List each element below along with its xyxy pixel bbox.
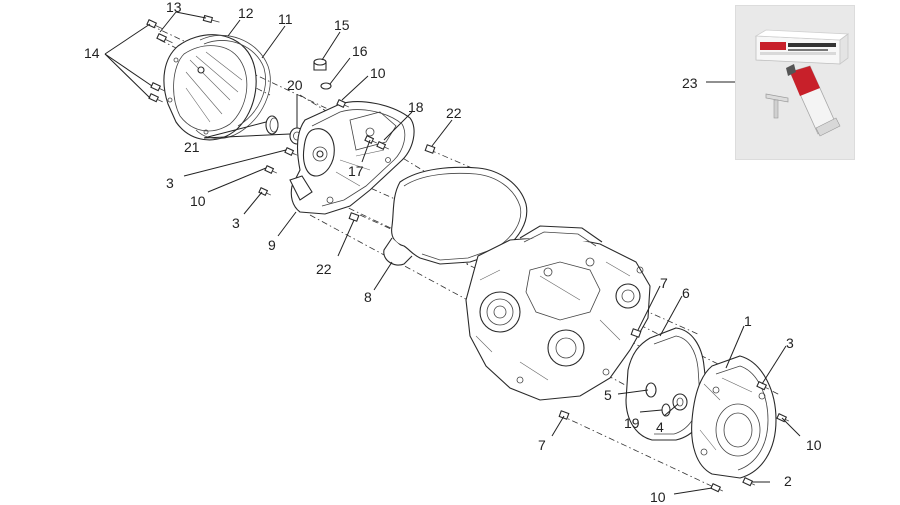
callout-3c: 3 [786, 335, 794, 351]
dowel-pins [348, 144, 436, 222]
callout-10b: 10 [190, 193, 206, 209]
callout-7b: 7 [538, 437, 546, 453]
callout-14: 14 [84, 45, 100, 61]
callout-10d: 10 [650, 489, 666, 505]
oil-plug [313, 58, 332, 90]
callouts: 13 12 11 14 15 16 10 20 18 22 21 17 3 10… [84, 0, 822, 505]
callout-7a: 7 [660, 275, 668, 291]
callout-4: 4 [656, 419, 664, 435]
callout-11: 11 [278, 11, 293, 27]
callout-22b: 22 [316, 261, 332, 277]
outer-clutch-cover [163, 34, 257, 141]
callout-22a: 22 [446, 105, 462, 121]
callout-20: 20 [287, 77, 303, 93]
callout-3b: 3 [232, 215, 240, 231]
callout-5: 5 [604, 387, 612, 403]
ignition-gasket [625, 327, 709, 441]
callout-13: 13 [166, 0, 182, 15]
ignition-cover [691, 355, 777, 479]
sealant-illustration [754, 29, 850, 137]
callout-16: 16 [352, 43, 368, 59]
leader-lines [104, 11, 801, 495]
callout-15: 15 [334, 17, 350, 33]
callout-6: 6 [682, 285, 690, 301]
callout-3a: 3 [166, 175, 174, 191]
callout-12: 12 [238, 5, 254, 21]
inner-clutch-cover [289, 101, 415, 215]
callout-10a: 10 [370, 65, 386, 81]
callout-18: 18 [408, 99, 424, 115]
ignition-dowels [558, 328, 642, 420]
callout-21: 21 [184, 139, 200, 155]
sealant-photo-inset [735, 5, 855, 160]
crankcase [465, 225, 651, 401]
callout-9: 9 [268, 237, 276, 253]
ignition-seals [645, 382, 688, 417]
ignition-bolts [710, 381, 790, 493]
callout-2: 2 [784, 473, 792, 489]
cover-bolts [146, 14, 220, 103]
callout-19: 19 [624, 415, 640, 431]
callout-10c: 10 [806, 437, 822, 453]
callout-1: 1 [744, 313, 752, 329]
callout-17: 17 [348, 163, 364, 179]
cover-gasket [195, 35, 271, 139]
callout-8: 8 [364, 289, 372, 305]
callout-23: 23 [682, 75, 698, 91]
